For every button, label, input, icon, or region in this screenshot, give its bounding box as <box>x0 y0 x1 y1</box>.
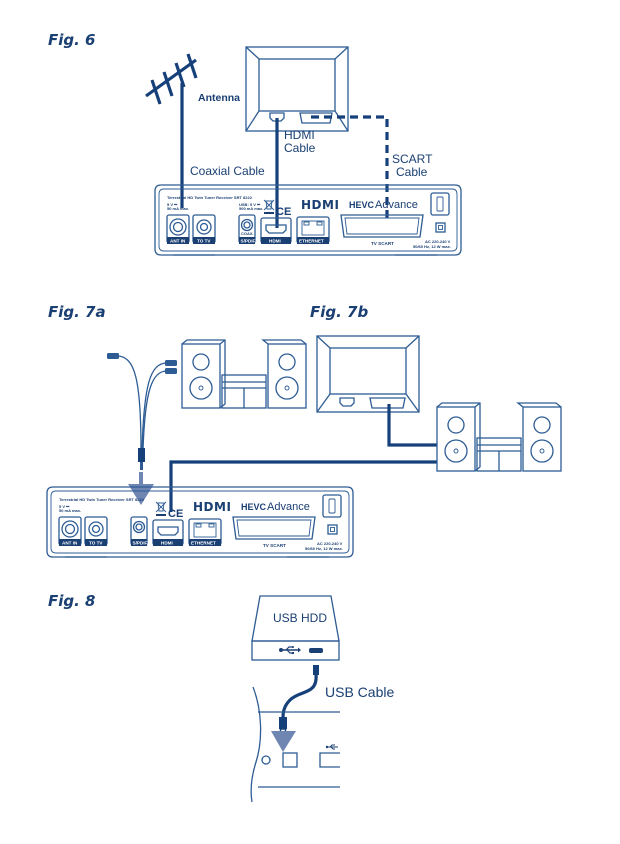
jack-plug-icon <box>138 448 145 462</box>
to-tv-port: TO TV <box>84 516 108 546</box>
usb-cable-label: USB Cable <box>325 684 394 700</box>
figure-7: Fig. 7a Fig. 7b <box>46 303 562 558</box>
tv-hdmi-port <box>269 112 285 122</box>
ce-mark: CE <box>276 206 291 218</box>
rca-audio-cable <box>107 353 177 470</box>
ant-spec-text-2: 50 mA max. <box>59 508 81 513</box>
coax-label: COAX. <box>241 231 254 236</box>
ant-spec-text: 5 V ⎓ <box>167 202 178 207</box>
spdif-port: S/PDIF <box>130 516 148 546</box>
weee-icon <box>155 501 167 516</box>
hdmi-port-label: HDMI <box>269 239 281 244</box>
hdmi-cable-label-1: HDMI <box>284 128 315 142</box>
scart-cable-label-2: Cable <box>396 165 428 179</box>
ethernet-label: ETHERNET <box>299 239 324 244</box>
coaxial-cable-label: Coaxial Cable <box>190 164 265 178</box>
ant-spec-text-2: 50 mA max. <box>167 206 189 211</box>
ant-in-label: ANT IN <box>170 239 186 244</box>
figure-7b-title: Fig. 7b <box>310 303 368 321</box>
usb-a-plug-icon <box>279 717 287 729</box>
to-tv-label: TO TV <box>197 239 211 244</box>
ethernet-port: ETHERNET <box>296 216 330 244</box>
rca-plug-icon <box>165 360 177 366</box>
hdmi-port: HDMI <box>260 217 292 244</box>
receiver-model-text: Terrestrial HD Twin Tuner Receiver SRT 8… <box>167 195 253 200</box>
receiver-edge <box>250 686 262 803</box>
to-tv-label: TO TV <box>89 541 103 546</box>
usb-hdd-icon <box>251 595 340 661</box>
power-spec-1: AC 220-240 V <box>317 541 343 546</box>
ant-in-label: ANT IN <box>62 541 78 546</box>
usb-c-port <box>309 648 323 653</box>
scart-cable-label-1: SCART <box>392 152 433 166</box>
figure-8-title: Fig. 8 <box>48 592 95 610</box>
hevc-logo: HEVC <box>241 502 267 512</box>
hdmi-logo: HDMI <box>301 198 339 212</box>
usb-symbol-icon <box>279 646 301 654</box>
usb-spec-text: USB: 5 V ⎓ <box>239 202 261 207</box>
scart-port: TV SCART <box>340 214 424 246</box>
power-inlet <box>327 524 338 535</box>
ce-mark: CE <box>168 508 183 520</box>
receiver-back-panel-7: Terrestrial HD Twin Tuner Receiver SRT 8… <box>46 486 354 558</box>
figure-6-title: Fig. 6 <box>48 31 95 49</box>
figure-8: Fig. 8 USB HDD USB Cable <box>48 592 394 803</box>
stereo-system-icon <box>181 339 307 409</box>
usb-front-port <box>319 752 340 768</box>
power-spec-2: 50/60 Hz, 12 W max. <box>305 546 343 551</box>
power-switch <box>430 192 450 216</box>
arrow-down-icon <box>271 731 296 752</box>
scart-audio-cable-7b <box>387 404 437 447</box>
usb-cable <box>281 673 318 719</box>
power-inlet <box>435 222 446 233</box>
ethernet-port: ETHERNET <box>188 518 222 546</box>
ant-in-port: ANT IN <box>58 516 82 546</box>
receiver-model-text: Terrestrial HD Twin Tuner Receiver SRT 8… <box>59 497 145 502</box>
figure-6: Fig. 6 Antenna HDMI Cable SCART Cab <box>48 31 462 256</box>
hdmi-port: HDMI <box>152 519 184 546</box>
ant-spec-text: 5 V ⎓ <box>59 504 70 509</box>
spdif-label: S/PDIF <box>133 541 148 546</box>
usb-hdd-label: USB HDD <box>273 611 327 625</box>
arrow-down-icon <box>128 484 154 505</box>
ant-in-port: ANT IN <box>166 214 190 244</box>
figure-7a-title: Fig. 7a <box>48 303 106 321</box>
tv-icon <box>245 46 349 132</box>
stereo-system-icon-7b <box>436 402 562 472</box>
antenna-icon <box>145 53 198 105</box>
tv-scart-label: TV SCART <box>371 241 394 246</box>
led-indicator <box>261 755 271 765</box>
usb-symbol-icon <box>325 744 338 750</box>
power-switch <box>322 494 342 518</box>
power-spec-2: 50/60 Hz, 12 W max. <box>413 244 451 249</box>
hevc-logo: HEVC <box>349 200 375 210</box>
rca-plug-icon <box>107 353 119 359</box>
power-spec-1: AC 220-240 V <box>425 239 451 244</box>
to-tv-port: TO TV <box>192 214 216 244</box>
antenna-label: Antenna <box>198 92 240 104</box>
receiver-back-panel: Terrestrial HD Twin Tuner Receiver SRT 8… <box>154 184 462 256</box>
spdif-label: S/PDIF <box>241 239 256 244</box>
tv-icon-7b <box>316 335 420 413</box>
hdmi-cable-7 <box>169 460 437 512</box>
spdif-port: COAX. S/PDIF <box>238 214 256 244</box>
hdmi-logo: HDMI <box>193 500 231 514</box>
advance-logo: Advance <box>267 501 310 513</box>
usb-spec-text-2: 500 mA max. <box>239 206 263 211</box>
scart-port: TV SCART <box>232 516 316 548</box>
rca-plug-icon <box>165 368 177 374</box>
advance-logo: Advance <box>375 199 418 211</box>
weee-icon <box>263 199 275 214</box>
usb-c-plug-icon <box>313 665 319 675</box>
ir-sensor <box>282 752 298 768</box>
tv-scart-label: TV SCART <box>263 543 286 548</box>
tv-scart-port <box>299 112 333 124</box>
hdmi-port-label: HDMI <box>161 541 173 546</box>
hdmi-cable-label-2: Cable <box>284 141 316 155</box>
ethernet-label: ETHERNET <box>191 541 216 546</box>
